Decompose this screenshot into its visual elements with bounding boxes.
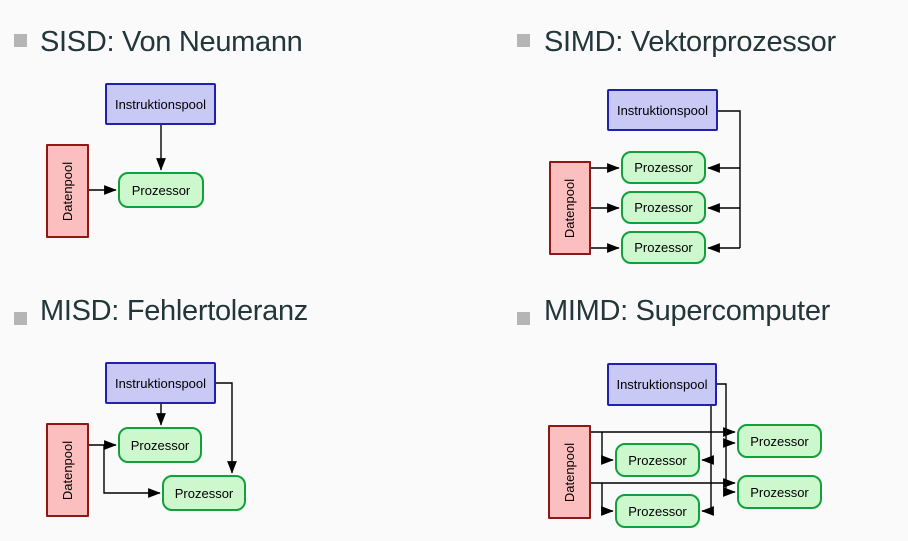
diagram-title-sisd: SISD: Von Neumann	[40, 26, 303, 58]
instruction-pool-label: Instruktionspool	[114, 375, 207, 391]
processor-box: Prozessor	[737, 475, 822, 509]
processor-label: Prozessor	[750, 433, 809, 449]
data-pool-box: Datenpool	[548, 425, 591, 519]
processor-label: Prozessor	[634, 200, 693, 215]
bullet-icon	[14, 312, 27, 325]
processor-box: Prozessor	[615, 494, 700, 528]
processor-box: Prozessor	[621, 151, 706, 184]
data-pool-box: Datenpool	[46, 144, 89, 238]
diagram-title-simd: SIMD: Vektorprozessor	[544, 26, 836, 58]
processor-label: Prozessor	[628, 452, 687, 468]
processor-label: Prozessor	[634, 240, 693, 255]
data-pool-label: Datenpool	[60, 440, 75, 500]
processor-box: Prozessor	[621, 191, 706, 224]
diagram-title-misd: MISD: Fehlertoleranz	[40, 295, 308, 327]
diagram-title-mimd: MIMD: Supercomputer	[544, 295, 830, 327]
instruction-pool-box: Instruktionspool	[105, 83, 216, 125]
instruction-pool-box: Instruktionspool	[607, 363, 717, 406]
processor-box: Prozessor	[621, 231, 706, 264]
processor-label: Prozessor	[174, 485, 234, 501]
bullet-icon	[517, 34, 530, 47]
processor-label: Prozessor	[628, 503, 687, 519]
instruction-pool-box: Instruktionspool	[607, 89, 718, 131]
processor-box: Prozessor	[118, 172, 204, 208]
instruction-pool-label: Instruktionspool	[616, 377, 708, 392]
processor-label: Prozessor	[130, 437, 190, 453]
instruction-pool-box: Instruktionspool	[105, 362, 216, 404]
data-pool-label: Datenpool	[562, 442, 577, 502]
data-pool-label: Datenpool	[60, 161, 75, 221]
processor-label: Prozessor	[634, 160, 693, 175]
instruction-pool-label: Instruktionspool	[616, 102, 709, 118]
data-pool-label: Datenpool	[562, 178, 578, 238]
data-pool-box: Datenpool	[549, 161, 591, 255]
bullet-icon	[14, 34, 27, 47]
processor-box: Prozessor	[118, 427, 202, 463]
processor-label: Prozessor	[131, 182, 191, 198]
data-pool-box: Datenpool	[46, 423, 89, 517]
processor-box: Prozessor	[162, 475, 246, 511]
processor-label: Prozessor	[750, 484, 809, 500]
instruction-pool-label: Instruktionspool	[114, 96, 207, 112]
processor-box: Prozessor	[615, 443, 700, 477]
processor-box: Prozessor	[737, 424, 822, 458]
bullet-icon	[517, 312, 530, 325]
